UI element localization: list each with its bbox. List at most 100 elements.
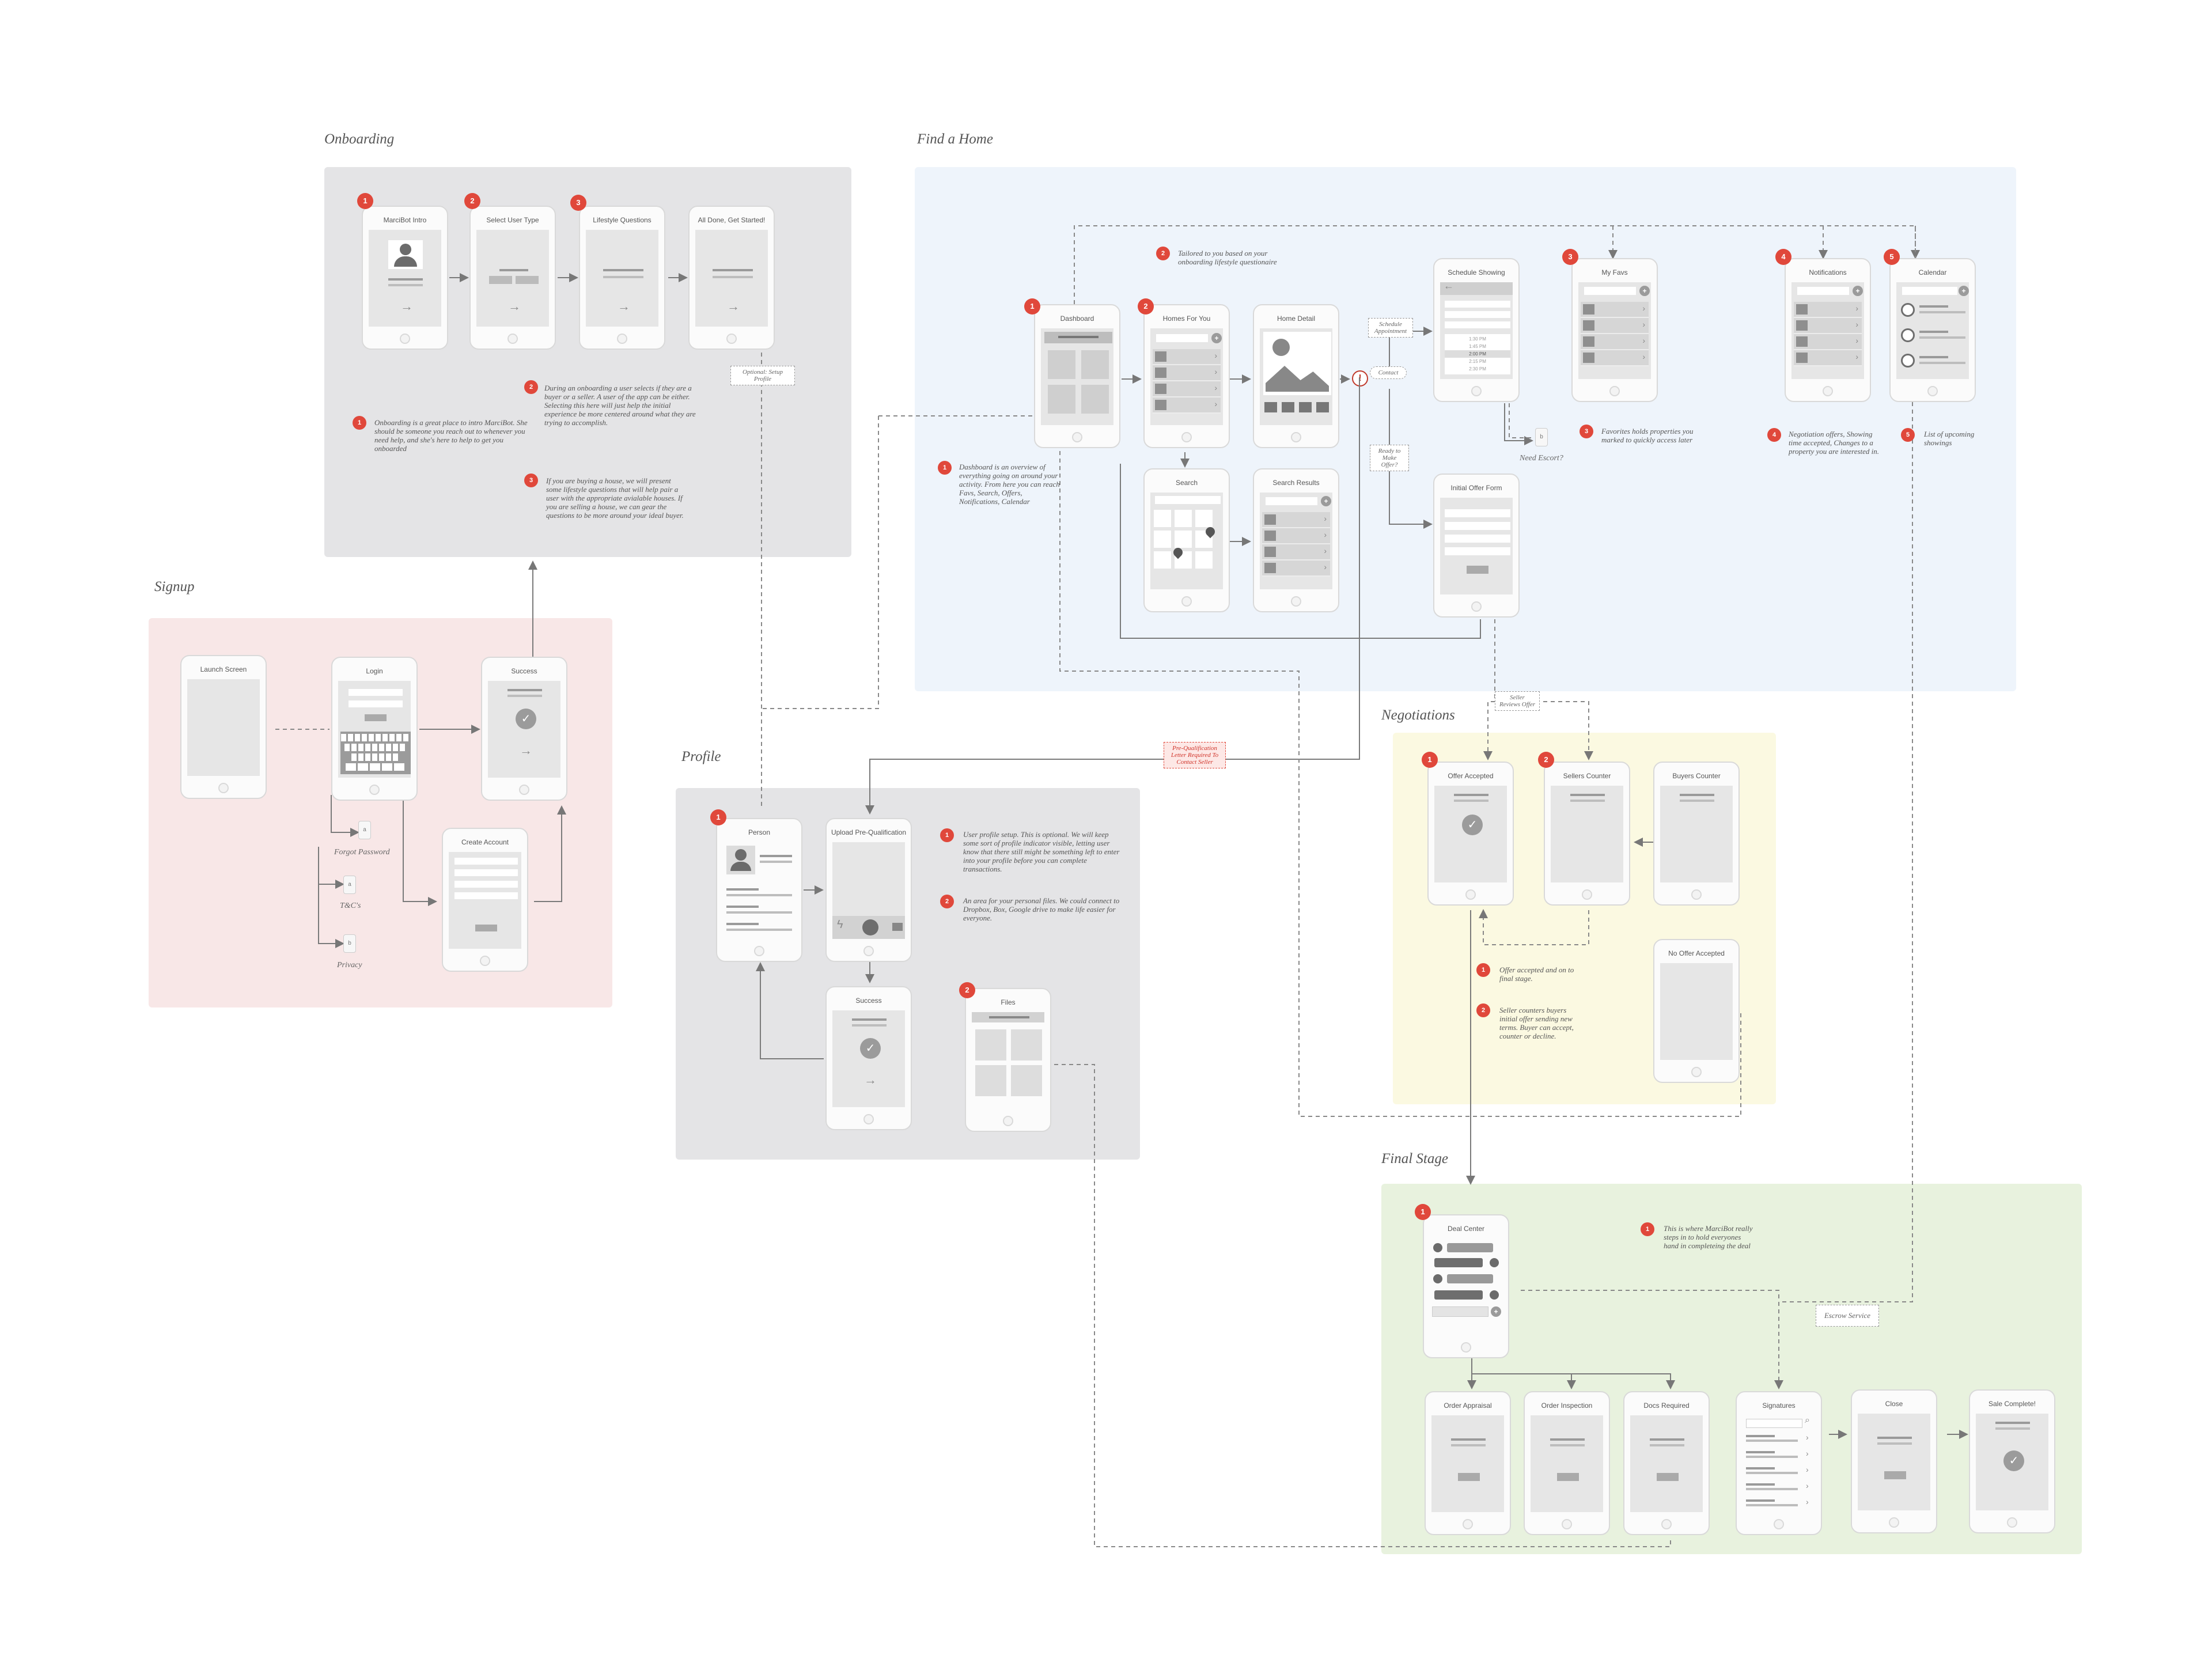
home-detail-screen[interactable]: Home Detail bbox=[1253, 304, 1339, 448]
close-screen[interactable]: Close bbox=[1851, 1389, 1937, 1533]
home-button bbox=[1661, 1519, 1672, 1529]
create-account-screen[interactable]: Create Account bbox=[442, 828, 528, 972]
step-badge: 5 bbox=[1884, 249, 1900, 265]
upload-prequal-screen[interactable]: Upload Pre-Qualification ϟ bbox=[825, 818, 912, 962]
screen-body bbox=[1260, 328, 1332, 425]
note-badge: 2 bbox=[940, 895, 954, 908]
calendar-screen[interactable]: Calendar + bbox=[1889, 258, 1976, 402]
keyboard bbox=[340, 732, 411, 774]
launch-screen[interactable]: Launch Screen bbox=[180, 655, 267, 799]
arrow-right-icon: → bbox=[864, 1073, 877, 1087]
keyboard-key bbox=[357, 763, 368, 771]
keyboard-key bbox=[355, 734, 360, 741]
avatar-icon bbox=[400, 244, 411, 255]
home-button bbox=[1691, 889, 1702, 900]
home-button bbox=[2007, 1517, 2017, 1528]
time-option[interactable]: 2:30 PM bbox=[1469, 366, 1486, 372]
home-button bbox=[617, 334, 627, 344]
screen-title: Calendar bbox=[1918, 268, 1947, 276]
marcibot-intro-screen[interactable]: MarciBot Intro → bbox=[362, 206, 448, 350]
order-appraisal-screen[interactable]: Order Appraisal bbox=[1425, 1391, 1511, 1535]
select-user-type-screen[interactable]: Select User Type → bbox=[469, 206, 556, 350]
privacy-link[interactable]: Privacy bbox=[337, 961, 362, 969]
onboarding-note-2: During an onboarding a user selects if t… bbox=[544, 384, 696, 427]
keyboard-key bbox=[341, 734, 346, 741]
lifestyle-questions-screen[interactable]: Lifestyle Questions → bbox=[579, 206, 665, 350]
screen-body: ✓ bbox=[1976, 1414, 2048, 1510]
screen-title: My Favs bbox=[1601, 268, 1628, 276]
arrow-right-icon: → bbox=[400, 299, 413, 313]
screen-title: Close bbox=[1885, 1400, 1903, 1408]
keyboard-key bbox=[372, 753, 377, 761]
sale-complete-screen[interactable]: Sale Complete! ✓ bbox=[1969, 1389, 2055, 1533]
keyboard-key bbox=[400, 744, 405, 751]
signup-success-screen[interactable]: Success ✓ → bbox=[481, 657, 567, 801]
screen-body: + › › › › bbox=[1260, 493, 1332, 589]
screen-title: Success bbox=[855, 997, 882, 1005]
buyers-counter-screen[interactable]: Buyers Counter bbox=[1653, 762, 1740, 906]
initial-offer-form-screen[interactable]: Initial Offer Form bbox=[1433, 474, 1520, 618]
tcs-mini-screen: a bbox=[343, 876, 356, 894]
person-screen[interactable]: Person bbox=[716, 818, 802, 962]
note-badge: 2 bbox=[524, 380, 538, 394]
tcs-link[interactable]: T&C's bbox=[340, 902, 361, 910]
screen-body: → bbox=[369, 230, 441, 327]
screen-body bbox=[1551, 786, 1623, 882]
note-badge: 2 bbox=[1476, 1003, 1490, 1017]
search-screen[interactable]: Search bbox=[1143, 468, 1230, 612]
escort-mini-screen: b bbox=[1535, 428, 1548, 446]
docs-required-screen[interactable]: Docs Required bbox=[1623, 1391, 1710, 1535]
user-icon bbox=[1490, 1258, 1499, 1267]
sellers-counter-screen[interactable]: Sellers Counter bbox=[1544, 762, 1630, 906]
note-badge: 1 bbox=[1476, 963, 1490, 977]
notifications-screen[interactable]: Notifications + › › › › bbox=[1785, 258, 1871, 402]
home-button bbox=[480, 956, 490, 966]
screen-title: Deal Center bbox=[1447, 1225, 1485, 1233]
keyboard-key bbox=[382, 734, 388, 741]
home-button bbox=[1461, 1342, 1471, 1353]
step-badge: 2 bbox=[464, 193, 480, 209]
no-offer-accepted-screen[interactable]: No Offer Accepted bbox=[1653, 939, 1740, 1083]
screen-body bbox=[723, 842, 796, 939]
note-badge: 3 bbox=[524, 474, 538, 487]
home-button bbox=[726, 334, 737, 344]
forgot-password-link[interactable]: Forgot Password bbox=[334, 848, 390, 857]
keyboard-key bbox=[393, 744, 398, 751]
my-favs-screen[interactable]: My Favs + › › › › bbox=[1571, 258, 1658, 402]
dashboard-screen[interactable]: Dashboard bbox=[1034, 304, 1120, 448]
screen-title: Create Account bbox=[461, 838, 509, 846]
find-home-title: Find a Home bbox=[917, 131, 993, 147]
files-screen[interactable]: Files bbox=[965, 988, 1051, 1132]
offer-accepted-screen[interactable]: Offer Accepted ✓ bbox=[1427, 762, 1514, 906]
time-option[interactable]: 2:15 PM bbox=[1469, 359, 1486, 364]
search-results-screen[interactable]: Search Results + › › › › bbox=[1253, 468, 1339, 612]
homes-for-you-screen[interactable]: Homes For You + › › › › bbox=[1143, 304, 1230, 448]
keyboard-key bbox=[362, 734, 367, 741]
login-screen[interactable]: Login bbox=[331, 657, 418, 801]
time-option[interactable]: 1:45 PM bbox=[1469, 344, 1486, 349]
add-icon: + bbox=[1211, 333, 1222, 343]
home-button bbox=[507, 334, 518, 344]
order-inspection-screen[interactable]: Order Inspection bbox=[1524, 1391, 1610, 1535]
time-option-selected[interactable]: 2:00 PM bbox=[1445, 350, 1510, 358]
keyboard-key bbox=[396, 734, 402, 741]
user-icon bbox=[1433, 1274, 1442, 1283]
schedule-showing-screen[interactable]: Schedule Showing ← 1:30 PM 1:45 PM 2:00 … bbox=[1433, 258, 1520, 402]
screen-title: Sale Complete! bbox=[1988, 1400, 2036, 1408]
screen-title: Schedule Showing bbox=[1448, 268, 1505, 276]
screen-body: ⌕ › › › › › bbox=[1743, 1415, 1815, 1512]
home-button bbox=[1181, 596, 1192, 607]
all-done-screen[interactable]: All Done, Get Started! → bbox=[688, 206, 775, 350]
screen-title: Dashboard bbox=[1060, 315, 1094, 323]
home-button bbox=[1291, 432, 1301, 442]
shutter-button bbox=[862, 919, 878, 935]
deal-center-screen[interactable]: Deal Center + bbox=[1423, 1214, 1509, 1358]
screen-body bbox=[1041, 328, 1113, 425]
profile-success-screen[interactable]: Success ✓ → bbox=[825, 986, 912, 1130]
signatures-screen[interactable]: Signatures ⌕ › › › › › bbox=[1736, 1391, 1822, 1535]
arrow-right-icon: → bbox=[618, 299, 630, 313]
add-icon: + bbox=[1959, 286, 1969, 296]
time-option[interactable]: 1:30 PM bbox=[1469, 336, 1486, 342]
screen-body bbox=[1531, 1415, 1603, 1512]
home-button bbox=[863, 1114, 874, 1124]
